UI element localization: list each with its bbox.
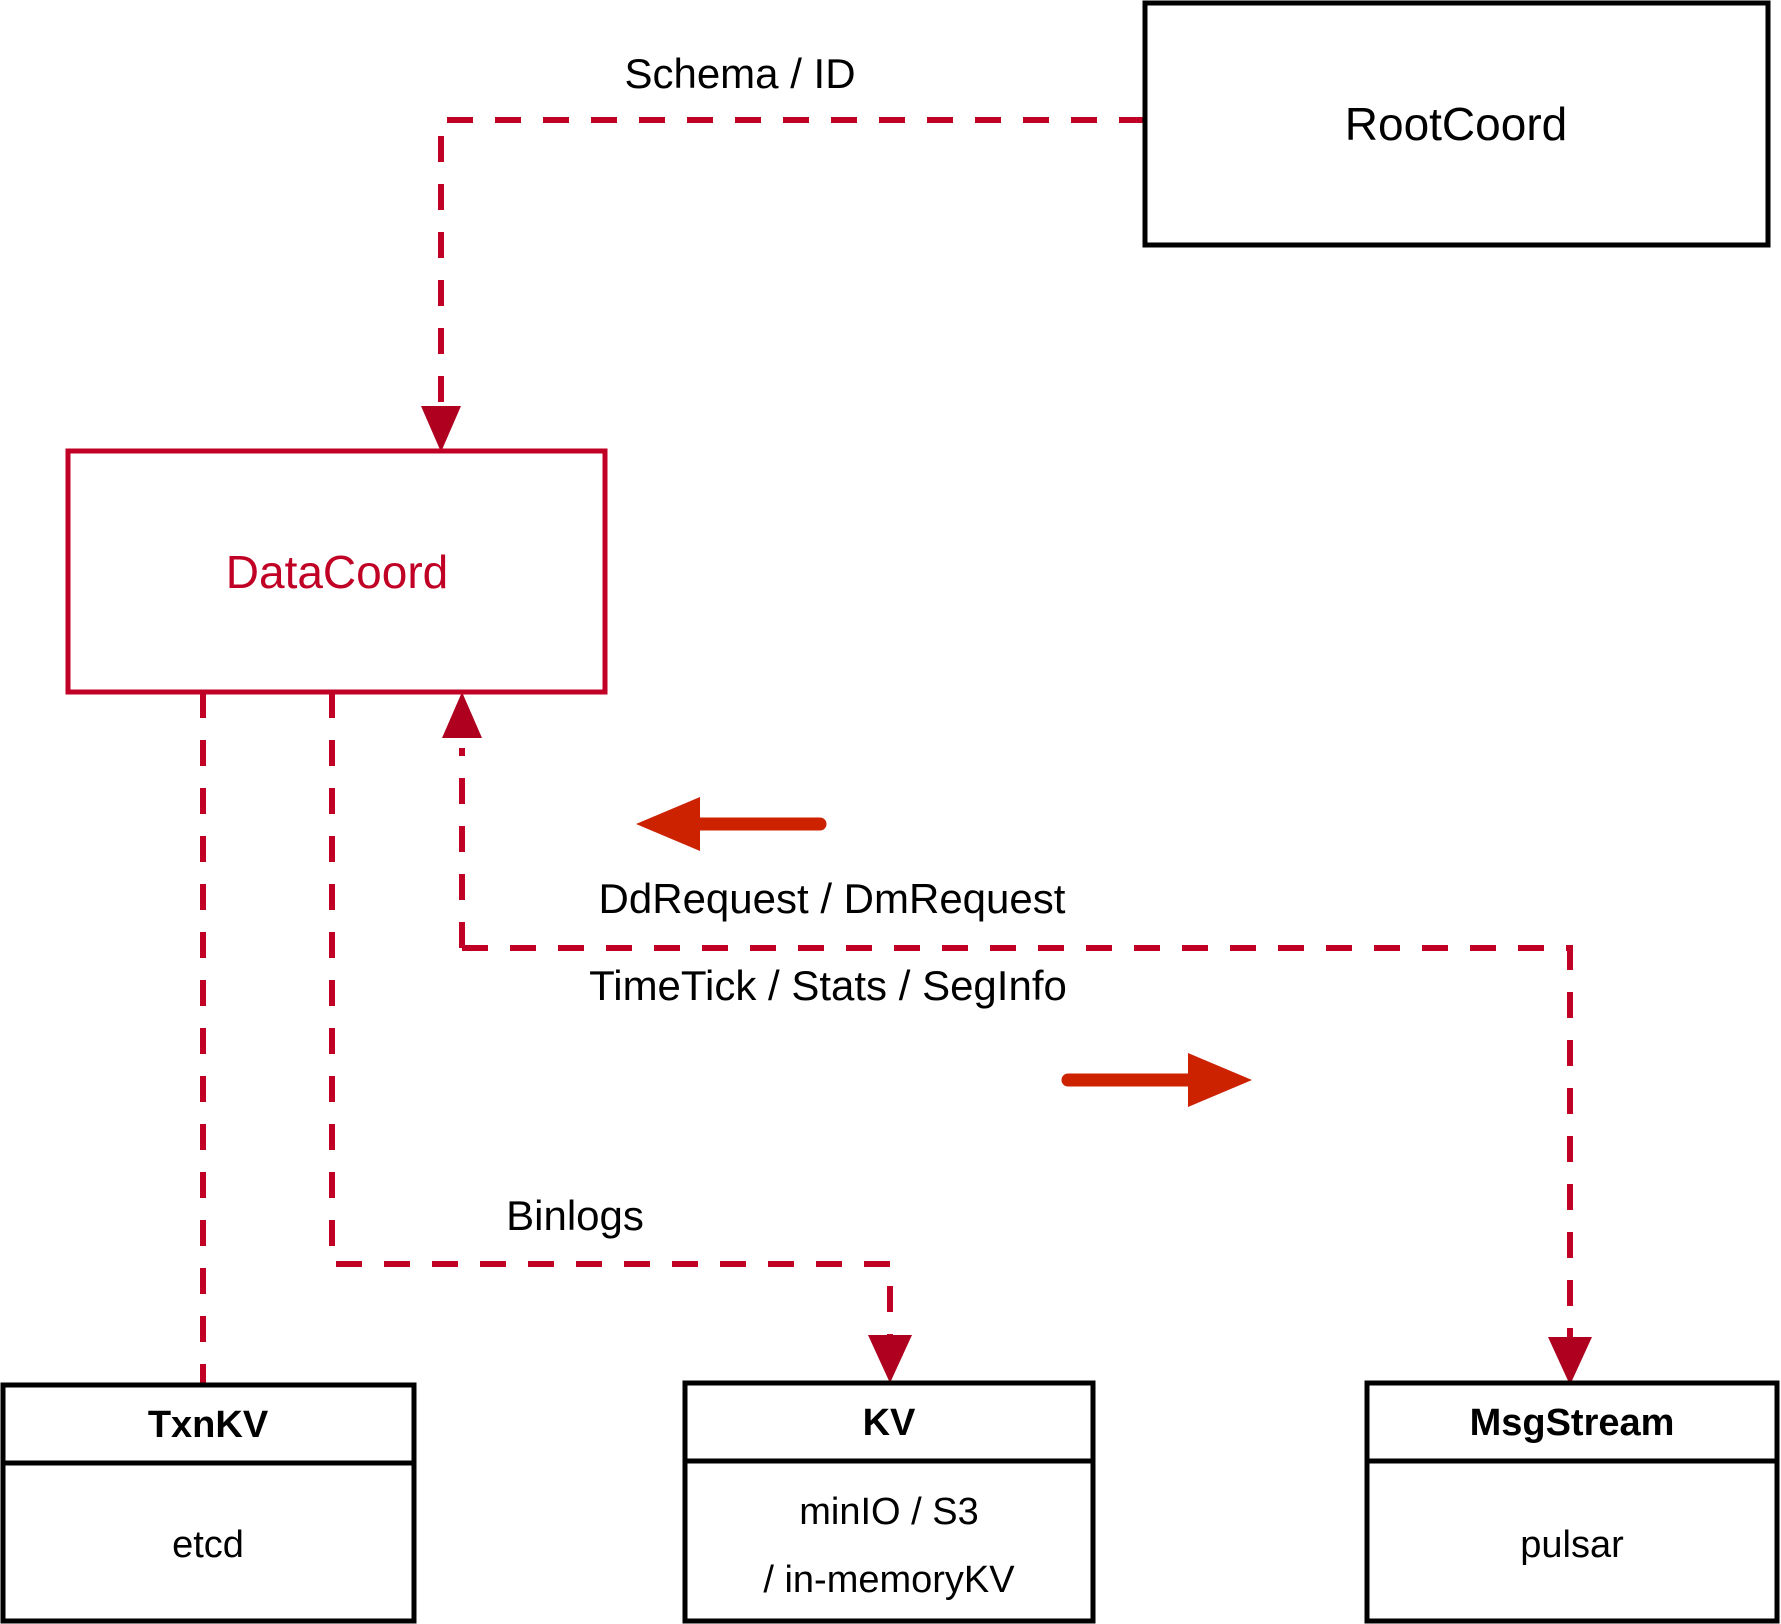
edge-timetick-label: TimeTick / Stats / SegInfo <box>589 962 1067 1009</box>
node-kv[interactable]: KV minIO / S3 / in-memoryKV <box>682 1380 1096 1624</box>
edge-binlogs-arrowhead <box>868 1335 912 1383</box>
node-rootcoord-label: RootCoord <box>1345 98 1567 150</box>
node-rootcoord-box[interactable] <box>1142 0 1771 248</box>
edge-schema-id-label: Schema / ID <box>624 50 855 97</box>
arrow-timetick-head <box>1188 1053 1252 1107</box>
arrow-ddrequest-head <box>636 797 700 851</box>
node-msgstream-header: MsgStream <box>1470 1402 1675 1444</box>
node-msgstream-detail: pulsar <box>1520 1524 1624 1566</box>
node-datacoord-label: DataCoord <box>226 546 448 598</box>
node-txnkv-detail: etcd <box>172 1524 244 1566</box>
edge-schema-id-arrowhead <box>421 406 461 452</box>
edge-binlogs: Binlogs <box>329 692 912 1383</box>
node-rootcoord[interactable]: RootCoord <box>1142 0 1771 248</box>
node-kv-box[interactable] <box>682 1380 1096 1624</box>
edge-binlogs-label: Binlogs <box>506 1192 644 1239</box>
edge-msgstream-bus <box>462 945 1573 1355</box>
node-datacoord[interactable]: DataCoord <box>65 448 608 695</box>
node-kv-detail-line1: minIO / S3 <box>799 1491 979 1533</box>
edge-msgstream-arrowhead <box>1548 1337 1592 1385</box>
arrow-timetick-direction <box>1061 1053 1252 1107</box>
edge-ddrequest-arrowhead <box>442 692 482 738</box>
edge-ddrequest <box>442 692 1592 1385</box>
edge-ddrequest-label: DdRequest / DmRequest <box>599 875 1066 922</box>
edge-schema-id-path <box>438 117 1145 424</box>
node-txnkv-box[interactable] <box>0 1382 417 1624</box>
node-msgstream[interactable]: MsgStream pulsar <box>1364 1380 1780 1624</box>
node-txnkv-header: TxnKV <box>148 1404 269 1446</box>
edge-schema-id: Schema / ID <box>421 50 1145 452</box>
edge-binlogs-path <box>329 692 893 1352</box>
node-kv-detail-line2: / in-memoryKV <box>763 1559 1015 1601</box>
node-msgstream-box[interactable] <box>1364 1380 1780 1624</box>
node-kv-header: KV <box>863 1402 916 1444</box>
node-txnkv[interactable]: TxnKV etcd <box>0 1382 417 1624</box>
node-datacoord-box[interactable] <box>65 448 608 695</box>
arrow-ddrequest-direction <box>636 797 827 851</box>
